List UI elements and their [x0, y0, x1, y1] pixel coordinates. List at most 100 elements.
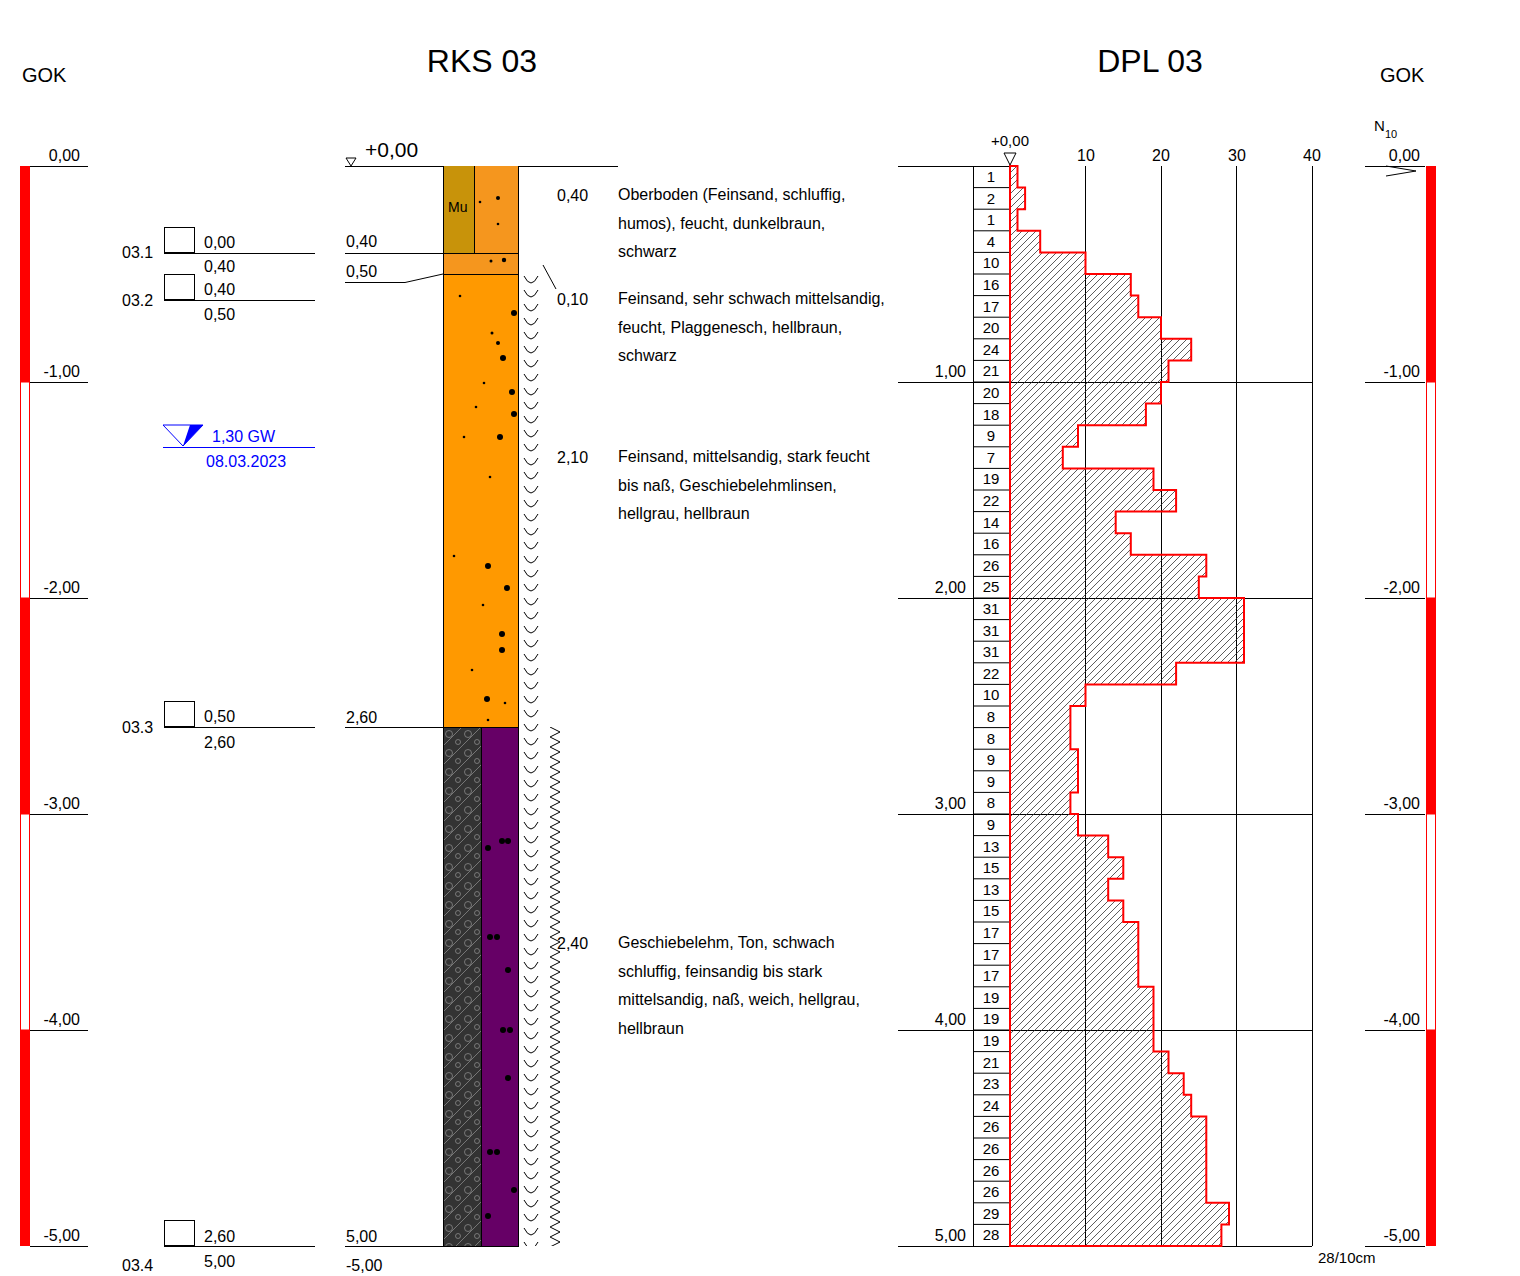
- blow-count: 31: [983, 621, 1000, 641]
- depth-label: -4,00: [44, 1010, 80, 1029]
- depth-label: 1,00: [935, 362, 966, 381]
- scale-heading: GOK: [1380, 66, 1424, 85]
- layer-depth: 0,40: [346, 232, 377, 251]
- blow-count: 16: [983, 275, 1000, 295]
- sample-depth: 2,60: [204, 1227, 235, 1246]
- depth-label: -3,00: [1384, 794, 1420, 813]
- blow-count: 24: [983, 1096, 1000, 1116]
- scale-heading: GOK: [22, 66, 66, 85]
- depth-label: -2,00: [44, 578, 80, 597]
- depth-label: +0,00: [991, 131, 1029, 150]
- sample-markers: [164, 228, 315, 1247]
- depth-label: -5,00: [44, 1226, 80, 1245]
- layer-description: Oberboden (Feinsand, schluffig, humos), …: [618, 181, 886, 267]
- blow-count: 25: [983, 577, 1000, 597]
- blow-count: 10: [983, 685, 1000, 705]
- blow-count: 16: [983, 534, 1000, 554]
- blow-count: 20: [983, 383, 1000, 403]
- log-title: DPL 03: [1097, 52, 1203, 71]
- blow-count: 31: [983, 599, 1000, 619]
- sample-id: 03.1: [122, 243, 153, 262]
- penetration-profile: [1010, 166, 1244, 1246]
- blow-count: 8: [987, 793, 995, 813]
- blow-count: 22: [983, 491, 1000, 511]
- blow-count: 26: [983, 1117, 1000, 1137]
- blow-count: 23: [983, 1074, 1000, 1094]
- layer-description: Feinsand, mittelsandig, stark feucht bis…: [618, 443, 886, 529]
- depth-label: -2,00: [1384, 578, 1420, 597]
- layer-depth: 2,60: [346, 708, 377, 727]
- blow-count: 17: [983, 923, 1000, 943]
- scale-ticks: [30, 166, 1425, 1247]
- soil-column: [345, 158, 618, 1247]
- groundwater-mark: [163, 425, 315, 448]
- sample-id: 03.2: [122, 291, 153, 310]
- blow-count: 18: [983, 405, 1000, 425]
- blow-count: 26: [983, 556, 1000, 576]
- layer-depth: 0,50: [346, 262, 377, 281]
- sample-depth: 0,50: [204, 305, 235, 324]
- blow-count: 17: [983, 945, 1000, 965]
- depth-label: 0,00: [1389, 146, 1420, 165]
- depth-label: 2,00: [935, 578, 966, 597]
- depth-label: 0,00: [49, 146, 80, 165]
- sample-depth: 0,40: [204, 257, 235, 276]
- sample-depth: 5,00: [204, 1252, 235, 1271]
- blow-count: 21: [983, 361, 1000, 381]
- sample-depth: 2,60: [204, 733, 235, 752]
- depth-label: -5,00: [1384, 1226, 1420, 1245]
- blow-count: 2: [987, 189, 995, 209]
- depth-label: -4,00: [1384, 1010, 1420, 1029]
- axis-unit: 28/10cm: [1318, 1248, 1376, 1267]
- groundwater-date: 08.03.2023: [206, 452, 286, 471]
- axis-value: 20: [1152, 146, 1170, 165]
- blow-count: 19: [983, 1031, 1000, 1051]
- layer-depth: 5,00: [346, 1227, 377, 1246]
- soil-symbol: Mu: [448, 198, 467, 217]
- blow-count: 8: [987, 729, 995, 749]
- blow-count: 19: [983, 469, 1000, 489]
- axis-value: 10: [1077, 146, 1095, 165]
- blow-count: 17: [983, 297, 1000, 317]
- blow-count: 9: [987, 772, 995, 792]
- blow-count: 10: [983, 253, 1000, 273]
- dpl-grid: [898, 153, 1313, 1247]
- column-top: +0,00: [365, 140, 418, 159]
- blow-count: 19: [983, 1009, 1000, 1029]
- blow-count: 17: [983, 966, 1000, 986]
- sample-id: 03.3: [122, 718, 153, 737]
- sample-depth: 0,40: [204, 280, 235, 299]
- blow-count: 9: [987, 426, 995, 446]
- blow-count: 28: [983, 1225, 1000, 1245]
- blow-count: 24: [983, 340, 1000, 360]
- blow-count: 15: [983, 901, 1000, 921]
- blow-count: 26: [983, 1139, 1000, 1159]
- blow-count: 9: [987, 750, 995, 770]
- blow-count: 26: [983, 1161, 1000, 1181]
- blow-count: 13: [983, 880, 1000, 900]
- blow-count: 31: [983, 642, 1000, 662]
- count-cell-lines: [973, 188, 1010, 1225]
- axis-value: 40: [1303, 146, 1321, 165]
- layer-thickness: 2,40: [557, 934, 588, 953]
- blow-count: 19: [983, 988, 1000, 1008]
- sample-id: 03.4: [122, 1256, 153, 1275]
- blow-count: 14: [983, 513, 1000, 533]
- axis-subscript: 10: [1385, 125, 1397, 144]
- sample-depth: 0,00: [204, 233, 235, 252]
- layer-thickness: 0,40: [557, 186, 588, 205]
- blow-count: 9: [987, 815, 995, 835]
- depth-label: -1,00: [1384, 362, 1420, 381]
- layer-thickness: 0,10: [557, 290, 588, 309]
- axis-value: 30: [1228, 146, 1246, 165]
- blow-count: 26: [983, 1182, 1000, 1202]
- axis-symbol: N: [1374, 116, 1385, 135]
- blow-count: 20: [983, 318, 1000, 338]
- layer-description: Geschiebelehm, Ton, schwach schluffig, f…: [618, 929, 886, 1044]
- layer-description: Feinsand, sehr schwach mittelsandig, feu…: [618, 285, 886, 371]
- depth-label: 4,00: [935, 1010, 966, 1029]
- blow-count: 15: [983, 858, 1000, 878]
- depth-label: -3,00: [44, 794, 80, 813]
- blow-count: 21: [983, 1053, 1000, 1073]
- blow-count: 4: [987, 232, 995, 252]
